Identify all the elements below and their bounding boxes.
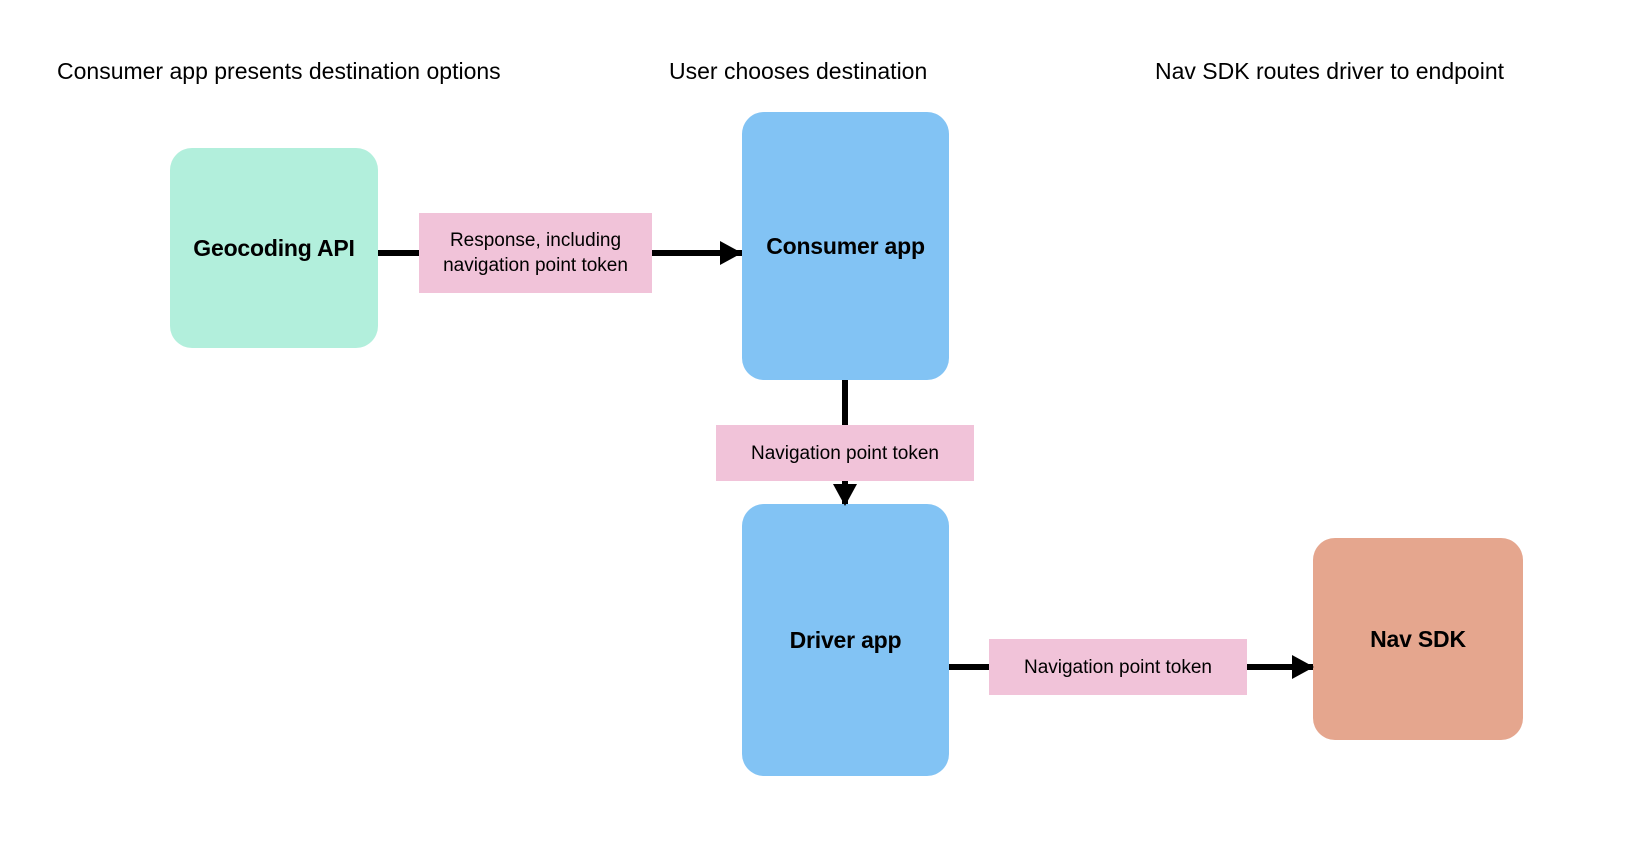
edge-label-navigation-point-token-consumer-to-driver: Navigation point token [716, 425, 974, 481]
arrowhead-right-icon-to-consumer-app [720, 241, 742, 265]
node-label-nav-sdk: Nav SDK [1370, 625, 1466, 652]
arrowhead-right-icon-to-nav-sdk [1292, 655, 1314, 679]
node-label-consumer-app: Consumer app [766, 232, 925, 259]
edge-label-text-navigation-point-token-horizontal: Navigation point token [1023, 656, 1212, 678]
arrowhead-down-icon-to-driver-app [833, 484, 857, 506]
edge-label-navigation-point-token-driver-to-navsdk: Navigation point token [989, 639, 1247, 695]
column-heading-user-chooses-destination: User chooses destination [669, 58, 928, 84]
edge-label-text-navigation-point-token-vertical: Navigation point token [750, 442, 939, 464]
node-driver-app[interactable]: Driver app [742, 504, 949, 776]
node-nav-sdk[interactable]: Nav SDK [1313, 538, 1523, 740]
node-label-driver-app: Driver app [789, 626, 902, 653]
node-consumer-app[interactable]: Consumer app [742, 112, 949, 380]
node-label-geocoding-api: Geocoding API [193, 234, 355, 261]
edge-label-text-response: Response, including navigation point tok… [443, 230, 628, 276]
edge-label-response-including-navigation-point-token: Response, including navigation point tok… [419, 213, 652, 293]
column-heading-nav-sdk-routes-driver-to-endpoint: Nav SDK routes driver to endpoint [1155, 58, 1505, 84]
node-geocoding-api[interactable]: Geocoding API [170, 148, 378, 348]
column-heading-consumer-app-presents-destination-options: Consumer app presents destination option… [57, 58, 501, 84]
